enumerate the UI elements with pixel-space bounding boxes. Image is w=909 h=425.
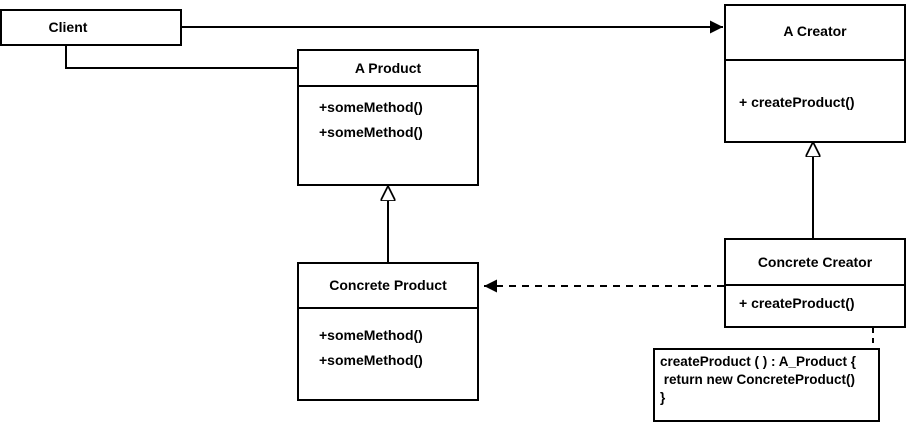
note-line: return new ConcreteProduct() <box>660 372 856 387</box>
implementation-note: createProduct ( ) : A_Product { return n… <box>653 348 880 422</box>
client-class-name: Client <box>48 19 88 35</box>
creator-class: A Creator + createProduct() <box>724 4 906 143</box>
product-class-name: A Product <box>299 51 477 87</box>
creator-method-list: + createProduct() <box>726 61 904 110</box>
note-line: } <box>660 390 666 405</box>
creator-class-name: A Creator <box>726 6 904 61</box>
product-method-list: +someMethod() +someMethod() <box>299 87 477 149</box>
concrete-creator-class: Concrete Creator + createProduct() <box>724 238 906 328</box>
product-method: +someMethod() <box>319 124 423 140</box>
concrete-product-class-name: Concrete Product <box>299 264 477 309</box>
creator-method: + createProduct() <box>739 94 855 110</box>
concrete-product-class: Concrete Product +someMethod() +someMeth… <box>297 262 479 401</box>
product-method: +someMethod() <box>319 99 423 115</box>
concrete-product-method: +someMethod() <box>319 327 423 343</box>
product-class: A Product +someMethod() +someMethod() <box>297 49 479 186</box>
concrete-product-method-list: +someMethod() +someMethod() <box>299 309 477 377</box>
client-class: Client <box>0 9 182 46</box>
note-line: createProduct ( ) : A_Product { <box>660 354 857 369</box>
concrete-creator-method: + createProduct() <box>739 295 855 311</box>
concrete-creator-method-list: + createProduct() <box>726 286 904 311</box>
concrete-creator-class-name: Concrete Creator <box>726 240 904 286</box>
concrete-product-method: +someMethod() <box>319 352 423 368</box>
client-to-product-line <box>65 45 297 69</box>
